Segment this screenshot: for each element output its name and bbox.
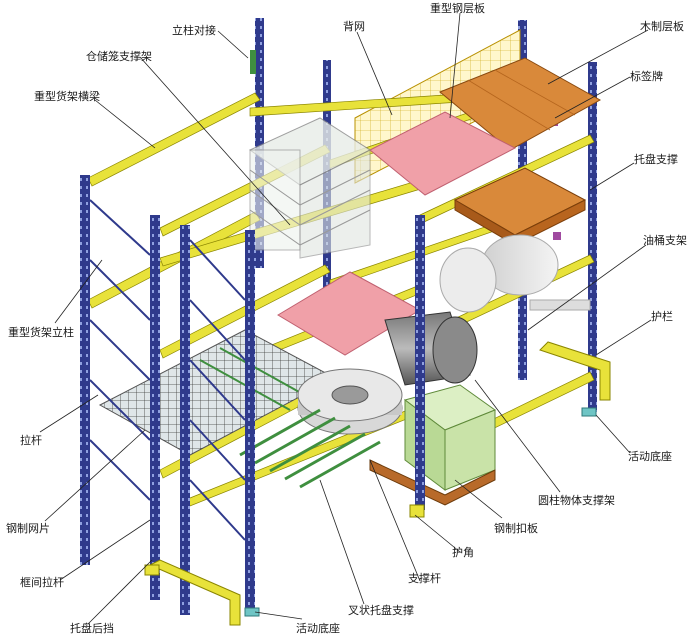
upright (80, 175, 90, 565)
frame-braces (89, 199, 246, 541)
column-joint-plate (250, 50, 256, 74)
label-brace: 拉杆 (20, 433, 42, 447)
front-uprights (80, 175, 425, 615)
leader-lines (39, 12, 652, 625)
label-pallet-support: 托盘支撑 (634, 152, 678, 166)
label-back-mesh: 背网 (343, 19, 365, 33)
label-drum-support: 油桶支架 (643, 233, 687, 247)
label-label-holder: 标签牌 (630, 69, 663, 83)
label-fork-pallet-support: 叉状托盘支撑 (348, 603, 414, 617)
label-heavy-beam: 重型货架横梁 (34, 89, 100, 103)
label-column-joint: 立柱对接 (172, 23, 216, 37)
label-support-bar: 支撑杆 (408, 571, 441, 585)
storage-cage (248, 117, 372, 259)
label-wire-mesh-deck: 钢制网片 (6, 522, 50, 535)
label-row-spacer: 框间拉杆 (20, 575, 64, 589)
oil-drum (384, 311, 478, 386)
heavy-steel-deck (369, 111, 517, 196)
upright (588, 62, 597, 412)
label-adjustable-base-right: 活动底座 (628, 449, 672, 463)
callout-labels: 立柱对接 仓储笼支撑架 背网 重型钢层板 木制层板 重型货架横梁 标签牌 托盘支… (6, 1, 687, 635)
label-steel-clip-plate: 钢制扣板 (494, 521, 538, 535)
upright (245, 230, 255, 610)
wood-deck-lines (467, 69, 576, 131)
upright (150, 215, 160, 600)
label-adjustable-base-left: 活动底座 (296, 621, 340, 635)
label-wood-deck: 木制层板 (640, 19, 684, 33)
steel-coil (297, 368, 403, 435)
upright (180, 225, 190, 615)
drum-support-roll (439, 234, 591, 313)
label-pallet-stop: 托盘后挡 (70, 621, 114, 635)
wood-deck (439, 57, 602, 151)
upright (415, 215, 425, 510)
label-cylinder-support: 圆柱物体支撑架 (538, 493, 615, 507)
label-holder-plate (553, 232, 561, 240)
upright (255, 18, 264, 268)
guard-rails (144, 341, 611, 626)
label-heavy-steel-deck: 重型钢层板 (430, 1, 485, 15)
label-heavy-upright: 重型货架立柱 (8, 325, 74, 339)
label-storage-cage-rack: 仓储笼支撑架 (86, 49, 152, 63)
adjustable-bases (244, 407, 597, 617)
label-corner-guard: 护角 (452, 545, 474, 559)
wooden-pallet (453, 167, 587, 246)
label-guard-rail: 护栏 (651, 309, 673, 323)
fork-pallet-support (239, 408, 381, 489)
